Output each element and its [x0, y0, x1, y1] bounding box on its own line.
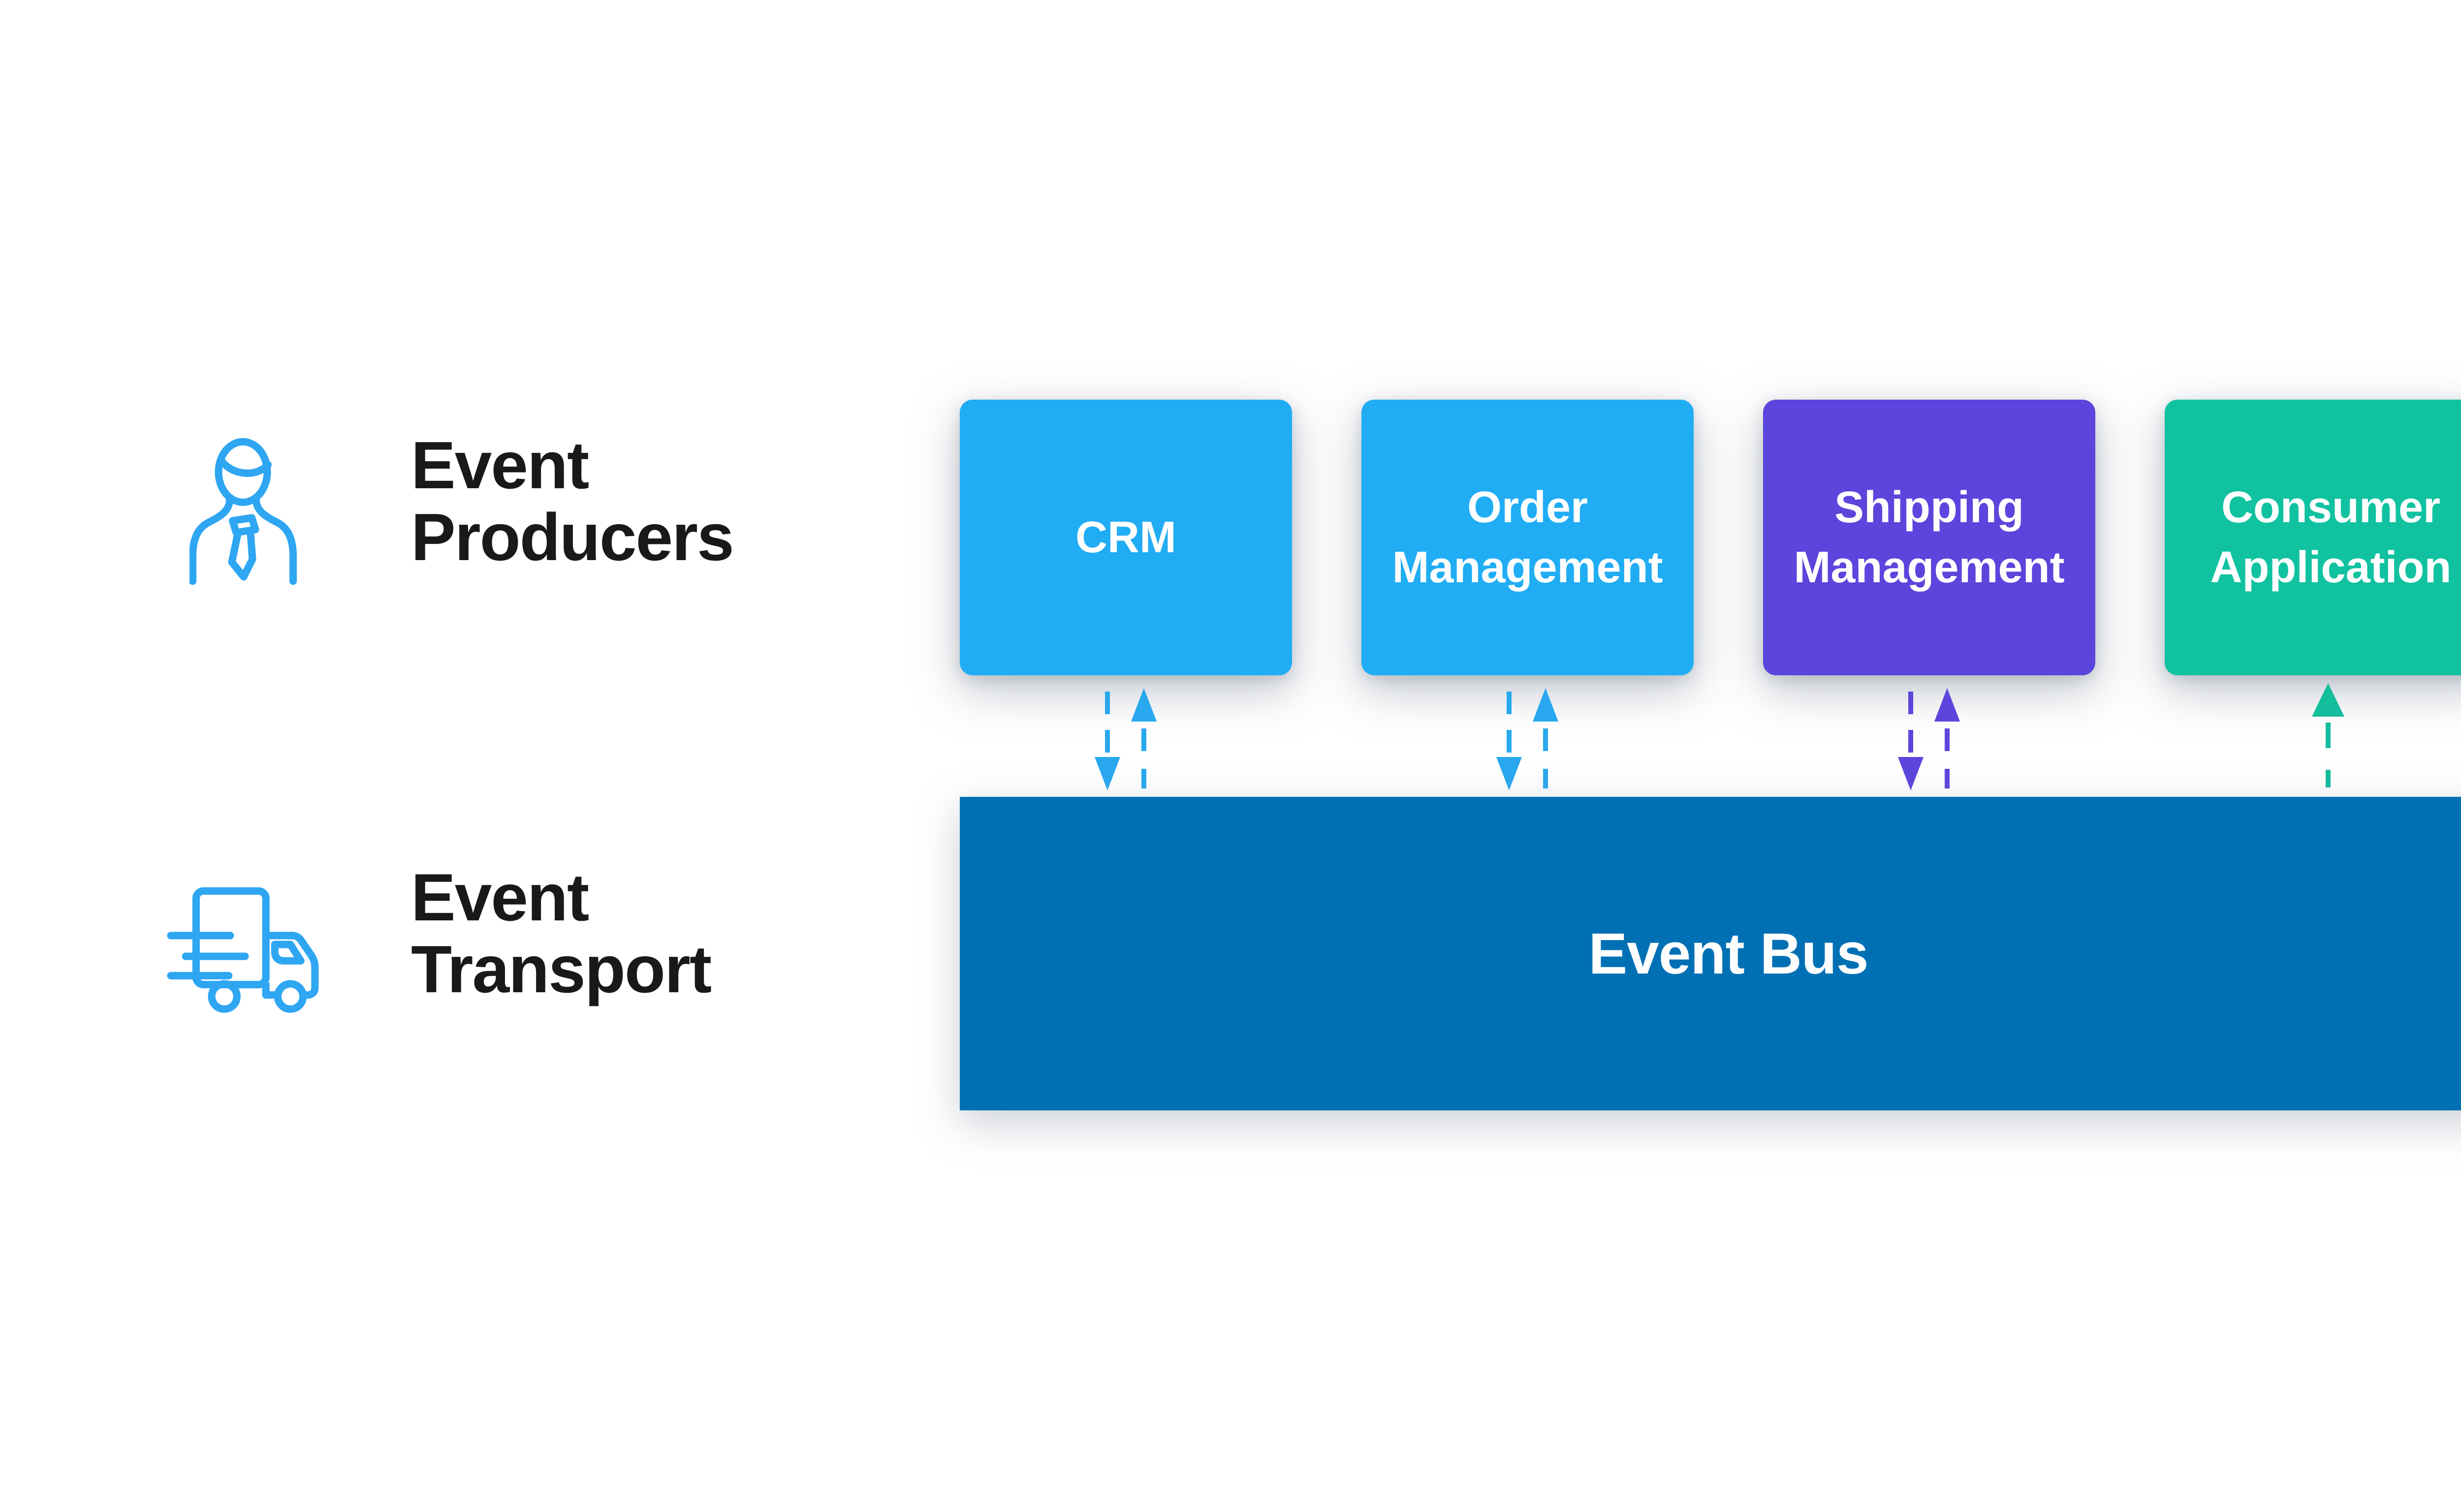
order-up-arrow-head — [1533, 688, 1558, 722]
crm-down-arrow-head — [1095, 757, 1120, 790]
order-management-arrows — [1496, 688, 1558, 790]
truck-icon — [165, 883, 328, 1017]
shipping-management-arrows — [1898, 688, 1960, 790]
event-transport-line2: Transport — [411, 932, 712, 1007]
event-producers-line1: Event — [411, 428, 589, 503]
producer-box-order-management: Order Management — [1361, 400, 1694, 675]
person-icon — [189, 438, 298, 586]
consumer-up-arrow-head — [2312, 683, 2344, 717]
event-transport-line1: Event — [411, 860, 589, 935]
event-producers-label: Event Producers — [411, 428, 734, 574]
shipping-down-arrow-head — [1898, 757, 1924, 790]
producer-box-consumer-application: Consumer Application — [2165, 400, 2461, 675]
event-transport-label: Event Transport — [411, 860, 712, 1007]
consumer-application-arrow — [2312, 683, 2344, 788]
producer-box-shipping-management-label: Shipping Management — [1794, 483, 2065, 592]
shipping-up-arrow-head — [1934, 688, 1960, 722]
event-bus: Event Bus — [960, 797, 2461, 1110]
order-down-arrow-head — [1496, 757, 1522, 790]
producer-box-consumer-application-label: Consumer Application — [2210, 483, 2452, 592]
producer-box-crm-label: CRM — [1075, 513, 1176, 562]
producer-box-shipping-management: Shipping Management — [1763, 400, 2095, 675]
crm-arrows — [1095, 688, 1157, 790]
producer-box-crm: CRM — [960, 400, 1292, 675]
producer-box-order-management-label: Order Management — [1392, 483, 1663, 592]
event-producers-line2: Producers — [411, 500, 734, 574]
crm-up-arrow-head — [1131, 688, 1157, 722]
event-bus-label: Event Bus — [1588, 921, 1868, 986]
